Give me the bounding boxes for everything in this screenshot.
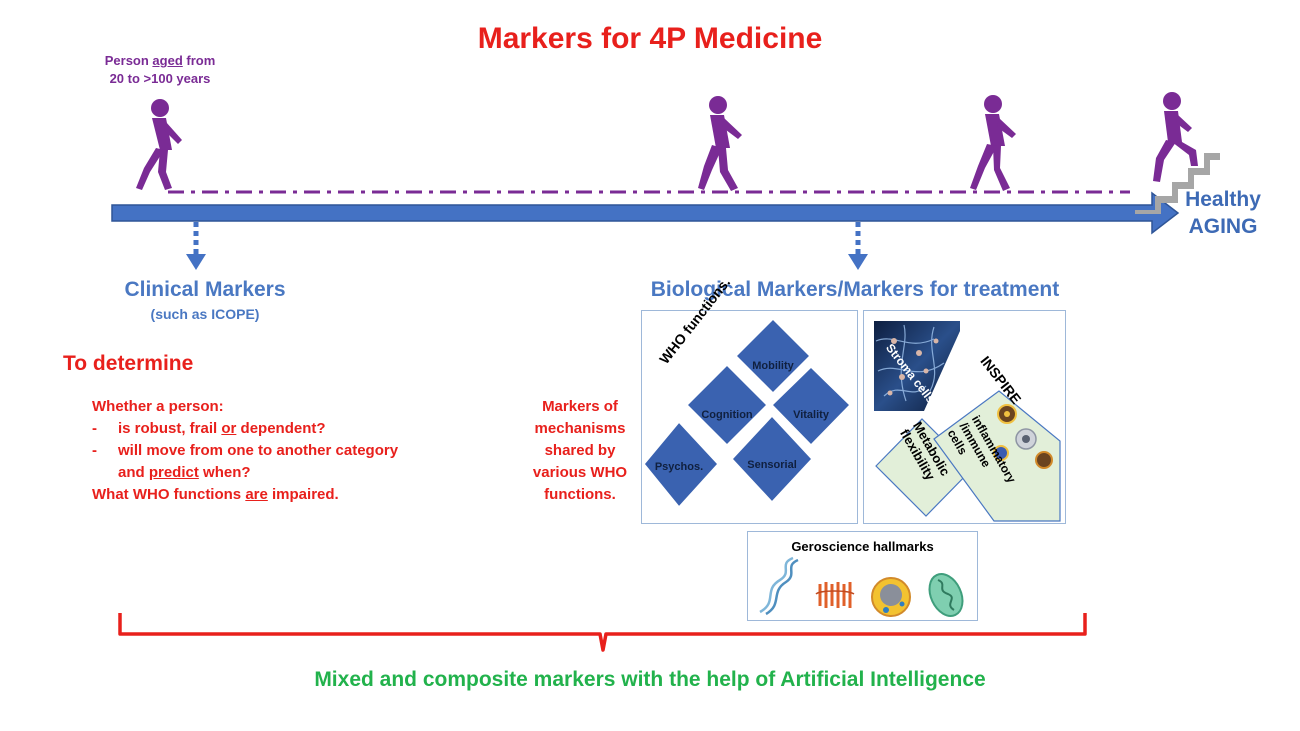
diamond-sensorial: [730, 414, 814, 504]
mech-line: shared by: [544, 442, 616, 459]
mech-line: various WHO: [532, 464, 628, 481]
item-or: or: [221, 420, 237, 437]
item-text: is robust, frail: [118, 420, 222, 437]
determine-intro: Whether a person:: [92, 398, 224, 415]
walking-person-icon: [698, 96, 742, 191]
nucleus-icon: [871, 577, 911, 617]
inspire-graphic: [874, 321, 1061, 522]
dotted-down-arrow: [848, 222, 868, 270]
list-dash: -: [92, 420, 97, 437]
person-age-caption: Person aged from 20 to >100 years: [90, 52, 230, 88]
diamond-psychos: [643, 420, 720, 509]
geroscience-box: Geroscience hallmarks: [747, 531, 978, 621]
caption-text: Person: [104, 53, 153, 68]
stroma-image: [874, 321, 960, 411]
clinical-markers-subtitle: (such as ICOPE): [150, 306, 260, 322]
determine-heading: To determine: [63, 352, 194, 375]
item-text: when?: [198, 464, 251, 481]
mech-line: functions.: [544, 486, 616, 503]
stroma-fibers: [875, 324, 945, 402]
timeline-arrow: [111, 191, 1180, 235]
dna-icon: [759, 556, 799, 616]
healthy-label: Healthy: [1185, 188, 1261, 211]
staircase-icon: [1135, 153, 1220, 214]
climbing-person-icon: [1153, 92, 1198, 182]
item-text: and: [118, 464, 149, 481]
diamond-label-sensorial: Sensorial: [747, 459, 797, 471]
aging-label: AGING: [1188, 215, 1258, 238]
determine-final: What WHO functions are impaired.: [92, 484, 472, 506]
inspire-box: Stroma cells INSPIRE Metabolic flexibili…: [863, 310, 1066, 524]
biological-markers-title: Biological Markers/Markers for treatment: [650, 278, 1060, 301]
caption-text: from: [182, 53, 216, 68]
stroma-cells: [887, 338, 939, 396]
mech-line: Markers of: [542, 398, 618, 415]
immune-cell-icons: [993, 404, 1053, 469]
list-dash: -: [92, 442, 97, 459]
item-text: dependent?: [236, 420, 326, 437]
determine-item: - is robust, frail or dependent?: [92, 418, 472, 440]
geroscience-icons: [759, 556, 964, 617]
item-text: What WHO functions: [92, 486, 246, 503]
diamond-cognition: [685, 363, 769, 447]
item-predict: predict: [148, 464, 199, 481]
diamond-label-vitality: Vitality: [793, 409, 829, 421]
caption-aged: aged: [152, 53, 183, 68]
walking-person-icon: [136, 99, 182, 190]
walking-person-icon: [970, 95, 1016, 191]
who-functions-box: Mobility Cognition Vitality Psychos. Sen…: [641, 274, 858, 524]
diamond-mobility: [734, 317, 812, 395]
ai-markers-text: Mixed and composite markers with the hel…: [314, 668, 986, 691]
dotted-down-arrow: [186, 222, 206, 270]
protein-icon: [815, 582, 855, 608]
healthy-aging-label: Healthy AGING: [1168, 186, 1278, 240]
diamond-label-mobility: Mobility: [752, 360, 794, 372]
mechanisms-text: Markers of mechanisms shared by various …: [520, 396, 640, 506]
who-diamonds: [643, 317, 852, 509]
caption-age-range: 20 to >100 years: [109, 71, 211, 86]
diamond-vitality: [770, 365, 852, 447]
diamond-label-psychos: Psychos.: [654, 461, 704, 473]
determine-item: - will move from one to another category…: [92, 440, 472, 484]
curly-brace: [118, 613, 1087, 652]
item-text: will move from one to another category: [118, 442, 399, 459]
determine-list: Whether a person: - is robust, frail or …: [92, 396, 472, 506]
mitochondria-icon: [928, 573, 964, 617]
item-text: impaired.: [267, 486, 339, 503]
diamond-label-cognition: Cognition: [701, 409, 753, 421]
diagram-title: Markers for 4P Medicine: [477, 22, 823, 55]
mech-line: mechanisms: [534, 420, 626, 437]
item-are: are: [245, 486, 268, 503]
clinical-markers-title: Clinical Markers: [124, 278, 286, 301]
geroscience-title: Geroscience hallmarks: [791, 539, 934, 554]
